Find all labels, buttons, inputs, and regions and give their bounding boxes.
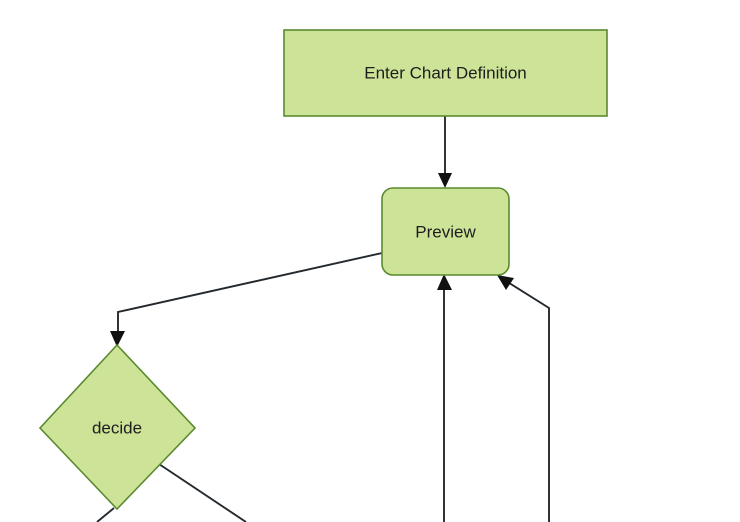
node-enter-chart-definition[interactable]: Enter Chart Definition bbox=[283, 29, 608, 117]
edge-line bbox=[505, 280, 550, 522]
edge-decide-right-out[interactable] bbox=[158, 463, 247, 522]
edge-bottom-right-to-preview[interactable] bbox=[497, 275, 550, 522]
node-shape-rounded-rectangle bbox=[381, 187, 510, 276]
arrowhead-up-icon bbox=[437, 274, 452, 290]
edge-enter-to-preview[interactable] bbox=[438, 116, 452, 188]
edge-line bbox=[158, 463, 247, 522]
node-shape-rectangle bbox=[283, 29, 608, 117]
edge-line bbox=[96, 507, 115, 522]
edge-preview-to-decide[interactable] bbox=[110, 252, 383, 347]
node-preview[interactable]: Preview bbox=[381, 187, 510, 276]
edge-decide-bottom-out[interactable] bbox=[96, 507, 115, 522]
node-shape-diamond bbox=[38, 343, 197, 511]
edge-line bbox=[117, 252, 383, 338]
arrowhead-up-left-icon bbox=[497, 275, 514, 290]
edge-bottom-center-to-preview[interactable] bbox=[437, 274, 452, 522]
arrowhead-down-icon bbox=[110, 331, 125, 347]
node-decide[interactable]: decide bbox=[38, 343, 197, 511]
arrowhead-down-icon bbox=[438, 173, 452, 188]
